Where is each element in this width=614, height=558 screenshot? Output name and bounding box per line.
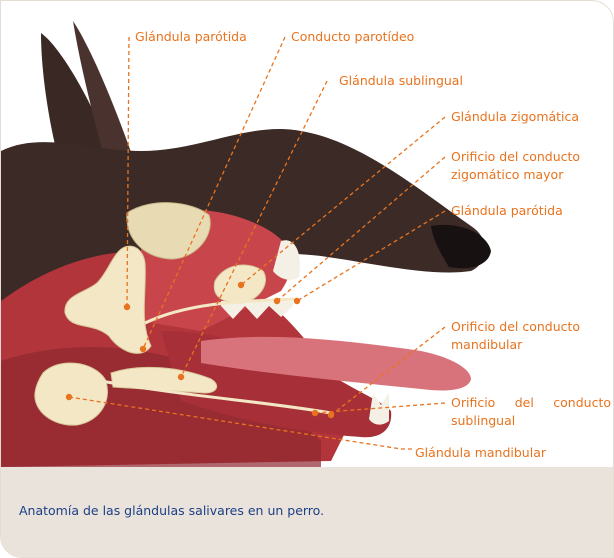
label-mandibular-orifice-line1: Orificio del conducto xyxy=(451,319,581,334)
leader-lines xyxy=(68,36,446,450)
dog-head-drawing xyxy=(1,21,491,467)
label-mandibular-orifice-line2: mandibular xyxy=(451,337,523,352)
parotid-gland-shape xyxy=(64,245,152,354)
figure-caption: Anatomía de las glándulas salivares en u… xyxy=(19,503,325,518)
label-zygomatic-orifice-line2: zigomático mayor xyxy=(451,167,564,182)
parotid-duct-line xyxy=(144,297,298,325)
label-parotid-duct: Conducto parotídeo xyxy=(291,29,415,44)
eye-socket-shape xyxy=(126,202,211,260)
upper-canine xyxy=(273,240,300,280)
dog-ear-2 xyxy=(73,21,141,191)
leader-parotid-duct xyxy=(142,36,286,350)
label-zygomatic-gland: Glándula zigomática xyxy=(451,109,580,124)
leader-subl-orifice xyxy=(314,402,446,414)
leader-zyg-orifice xyxy=(276,156,446,302)
leader-mandibular xyxy=(68,396,413,450)
label-mandibular-gland: Glándula mandibular xyxy=(415,445,546,460)
mandibular-duct-line xyxy=(100,379,332,415)
label-parotid-gland-top: Glándula parótida xyxy=(135,29,247,44)
lower-canine xyxy=(369,393,389,425)
caption-bar: Anatomía de las glándulas salivares en u… xyxy=(1,467,613,557)
upper-teeth xyxy=(221,301,293,319)
label-zygomatic-orifice-line1: Orificio del conducto xyxy=(451,149,581,164)
leader-zygomatic xyxy=(240,116,446,286)
label-sublingual-gland: Glándula sublingual xyxy=(339,73,463,88)
label-sublingual-orifice-line1: Orificio del conducto xyxy=(451,395,611,410)
dog-nose xyxy=(431,224,491,269)
leader-sublingual xyxy=(180,80,328,378)
leader-mand-orifice xyxy=(330,326,446,416)
dog-salivary-illustration: Glándula parótida Conducto parotídeo Glá… xyxy=(1,1,613,467)
label-parotid-gland-right: Glándula parótida xyxy=(451,203,563,218)
mandibular-gland-shape xyxy=(34,362,108,426)
label-sublingual-orifice-line2: sublingual xyxy=(451,413,516,428)
leader-parotid-right xyxy=(296,210,446,302)
tongue xyxy=(201,336,471,391)
leader-parotid-top xyxy=(126,36,130,308)
